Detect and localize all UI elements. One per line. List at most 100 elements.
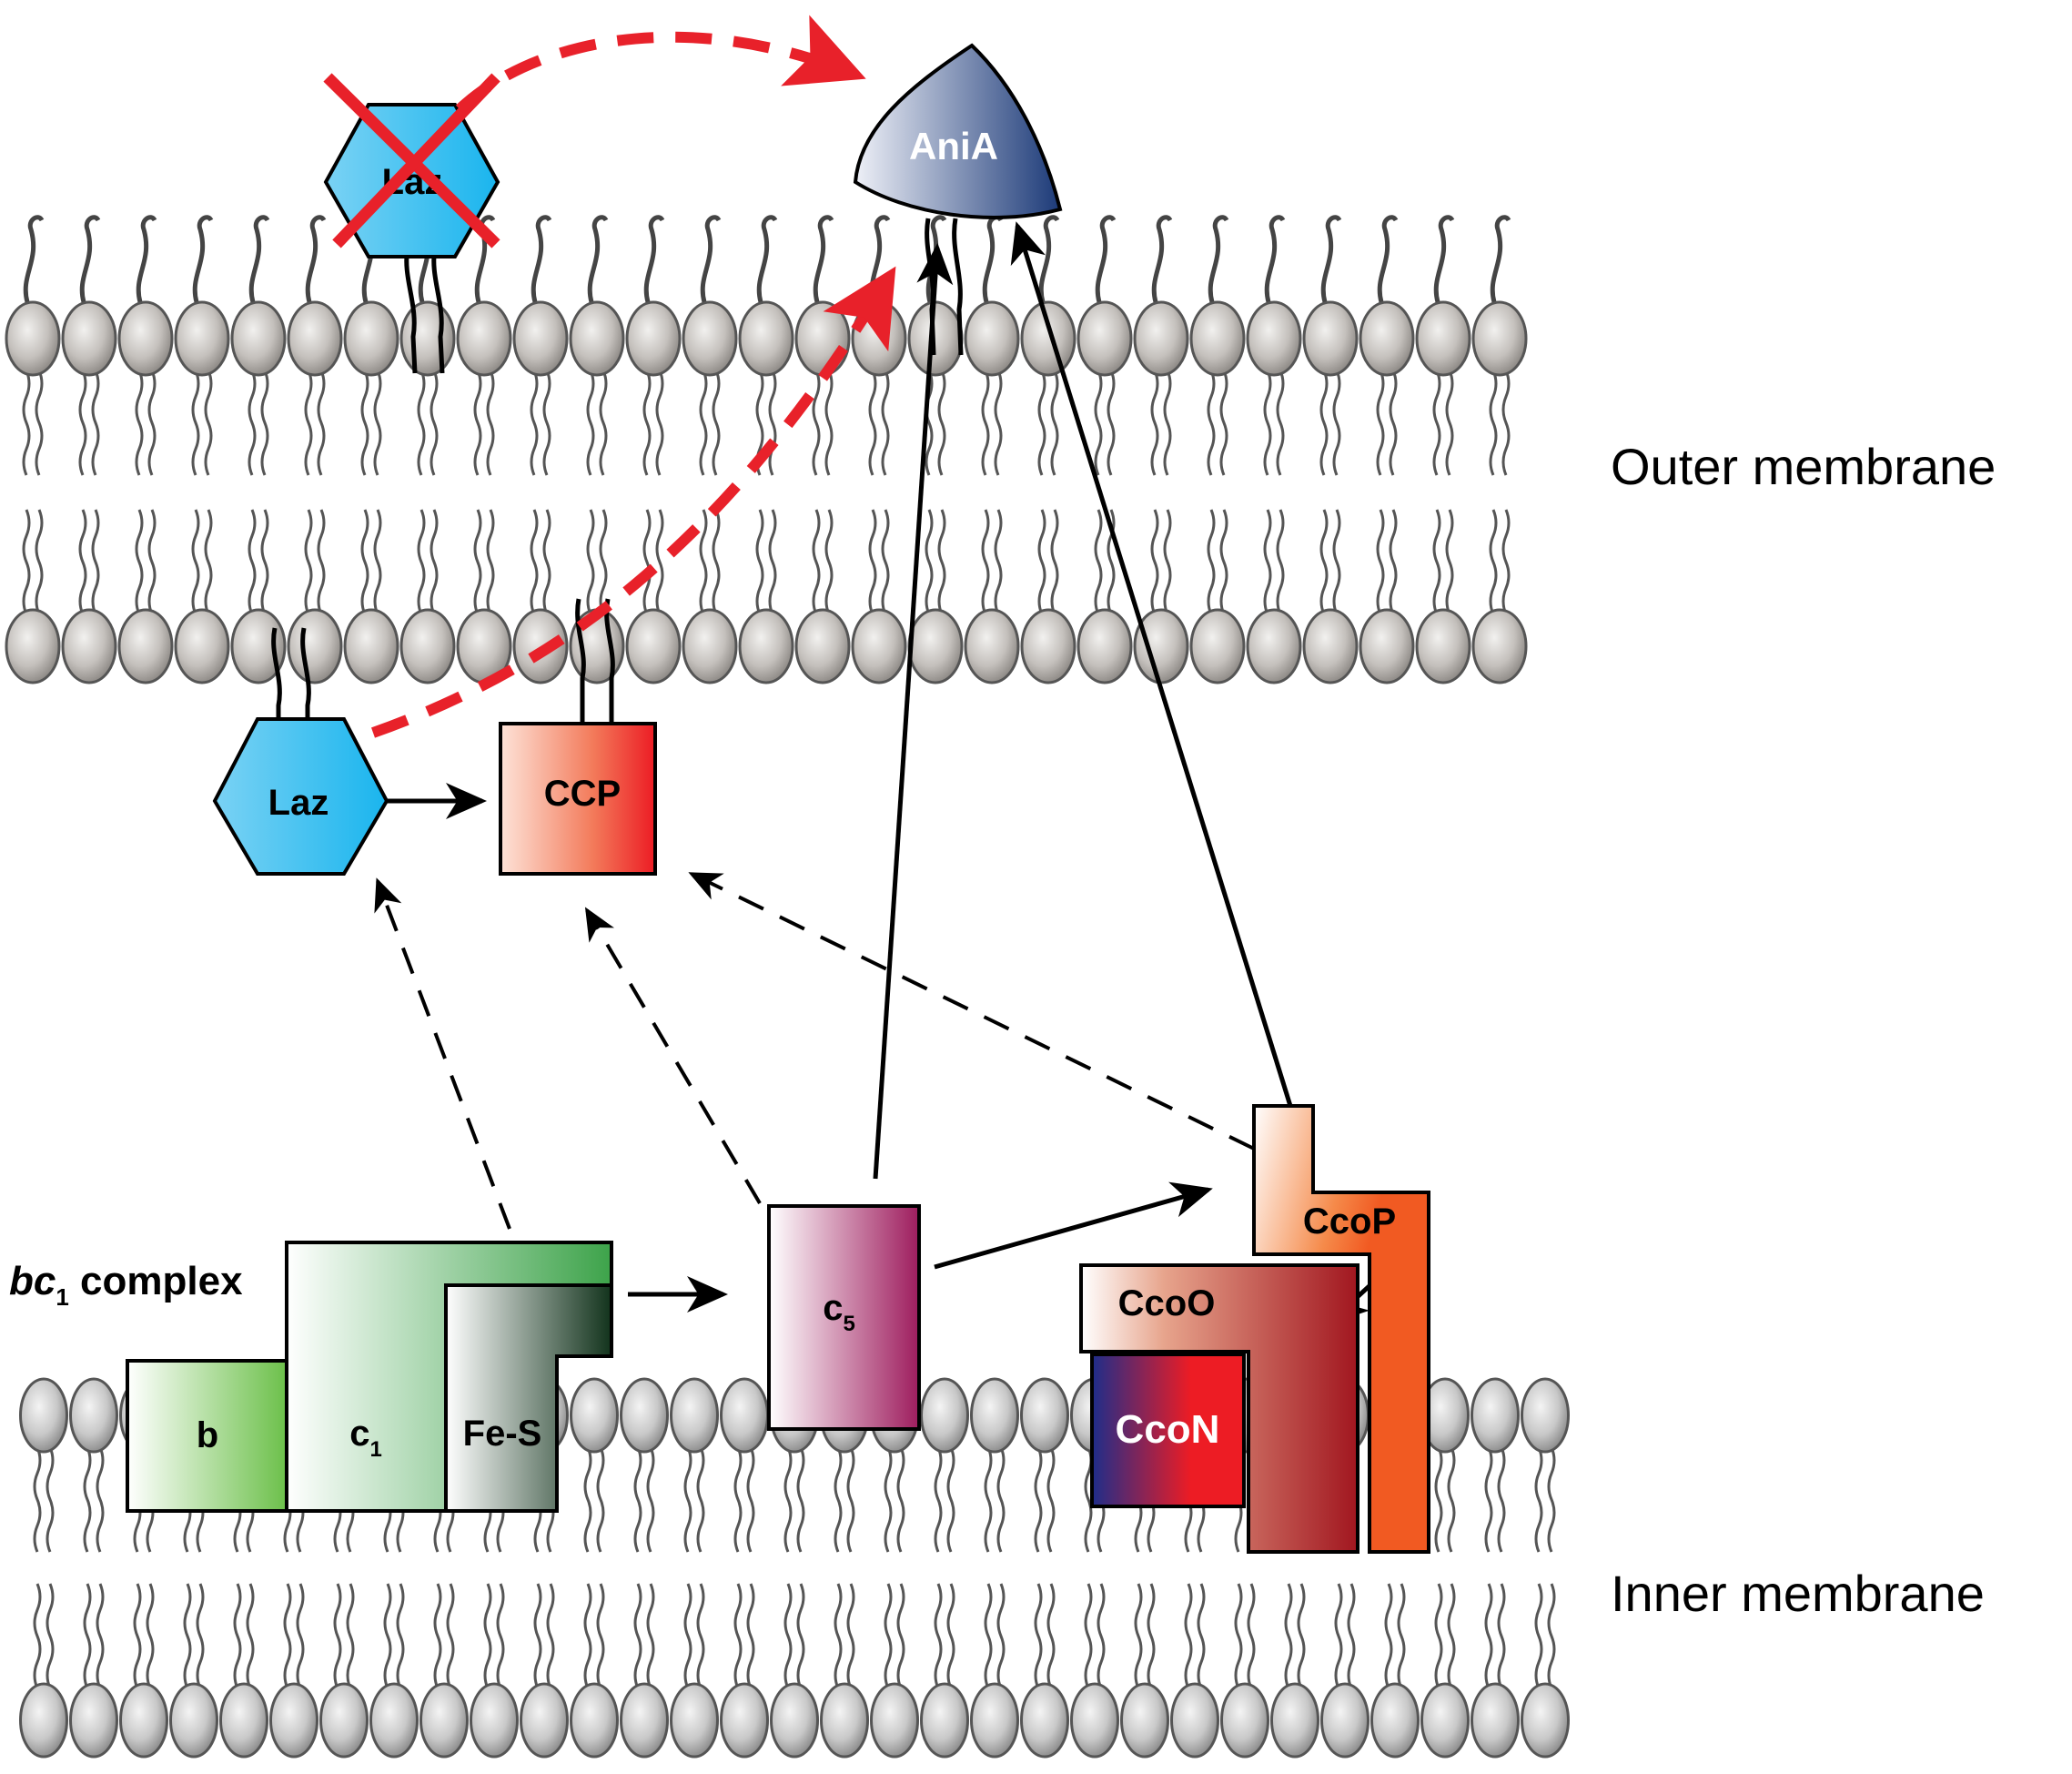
lipid-head: [69, 1377, 118, 1454]
lipid-head: [1220, 1682, 1269, 1759]
b-subunit: [126, 1359, 288, 1513]
c5-to-ania-arrow: [873, 243, 954, 1180]
lipid-head: [907, 608, 964, 684]
lipid-head: [1471, 300, 1528, 377]
fes-subunit: [444, 1283, 613, 1513]
ania: AniA: [853, 43, 1063, 356]
lipid-head: [907, 300, 964, 377]
lipid-head: [1020, 1377, 1069, 1454]
lipid-head: [620, 1377, 669, 1454]
lipid-head: [1415, 300, 1471, 377]
lipid-head: [770, 1682, 819, 1759]
lipid-head: [1170, 1682, 1219, 1759]
lipid-head: [174, 300, 230, 377]
lipid-head: [399, 300, 456, 377]
lipid-head: [174, 608, 230, 684]
lipid-head: [920, 1377, 969, 1454]
lipid-head: [1189, 608, 1246, 684]
lipid-head: [343, 300, 399, 377]
lipid-head: [794, 608, 851, 684]
lipid-head: [1521, 1682, 1570, 1759]
ccp-label: CCP: [544, 774, 621, 814]
lipid-head: [738, 300, 794, 377]
laz-to-ania-red-dashed-arrow: [370, 266, 896, 738]
lipid-head: [287, 300, 343, 377]
lipid-head: [1076, 608, 1133, 684]
lipid-head: [1471, 1377, 1520, 1454]
lipid-head: [1020, 300, 1076, 377]
lipid-head: [512, 300, 569, 377]
lipid-head: [682, 608, 738, 684]
lipid-head: [419, 1682, 469, 1759]
lipid-head: [670, 1682, 719, 1759]
inner-membrane-label: Inner membrane: [1611, 1565, 1985, 1622]
ccp-box: [499, 722, 657, 876]
lipid-head: [287, 608, 343, 684]
crossed-laz-to-ania-red-dashed-arrow: [455, 15, 866, 114]
lipid-head: [1359, 300, 1415, 377]
c5-cytochrome: c5: [767, 1204, 921, 1431]
laz-label: Laz: [268, 783, 329, 823]
lipid-head: [117, 300, 174, 377]
ccop-to-ccp-dashed-arrow: [688, 872, 1255, 1151]
lipid-head: [5, 608, 61, 684]
lipid-head: [230, 608, 287, 684]
bc1-to-laz-dashed-arrow: [374, 877, 511, 1230]
lipid-head: [61, 608, 117, 684]
lipid-head: [319, 1682, 369, 1759]
lipid-head: [870, 1682, 919, 1759]
lipid-head: [1020, 608, 1076, 684]
lipid-head: [620, 1682, 669, 1759]
lipid-head: [1076, 300, 1133, 377]
c5-to-ccop-arrow: [934, 1181, 1213, 1270]
lipid-head: [920, 1682, 969, 1759]
lipid-head: [19, 1682, 68, 1759]
lipid-head: [1070, 1682, 1119, 1759]
fes-label: Fe-S: [463, 1414, 542, 1454]
lipid-head: [1270, 1682, 1319, 1759]
lipid-head: [720, 1377, 769, 1454]
lipid-head: [470, 1682, 519, 1759]
lipid-head: [1189, 300, 1246, 377]
laz-hexagon: [212, 717, 389, 876]
ccop-label: CcoP: [1303, 1201, 1396, 1242]
lipid-head: [399, 608, 456, 684]
lipid-head: [970, 1377, 1019, 1454]
lipid-head: [1420, 1682, 1470, 1759]
lipid-head: [230, 300, 287, 377]
lipid-head: [670, 1377, 719, 1454]
ccop-subunit: [1252, 1104, 1430, 1554]
b-label: b: [197, 1415, 218, 1455]
lipid-head: [169, 1682, 218, 1759]
lipid-head: [1471, 608, 1528, 684]
lipid-head: [794, 300, 851, 377]
lipid-head: [964, 608, 1020, 684]
ccop-to-ania-arrow: [1010, 221, 1293, 1107]
ania-lipid-anchor: [925, 218, 936, 356]
lipid-head: [1246, 608, 1302, 684]
ccp: CCP: [499, 598, 657, 876]
lipid-head: [219, 1682, 268, 1759]
red-dashed-arrows: [370, 15, 896, 738]
lipid-head: [1320, 1682, 1370, 1759]
laz-lipid-anchor: [271, 627, 282, 721]
lipid-head: [1370, 1682, 1420, 1759]
laz-lower: Laz: [212, 627, 389, 876]
ccon-label: CcoN: [1116, 1407, 1220, 1452]
ania-shape: [853, 43, 1063, 219]
lipid-head: [1302, 300, 1359, 377]
lipid-head: [69, 1682, 118, 1759]
dashed-arrows: [374, 872, 1255, 1230]
lipid-head: [1246, 300, 1302, 377]
lipid-head: [1359, 608, 1415, 684]
lipid-head: [1471, 1682, 1520, 1759]
lipid-head: [1415, 608, 1471, 684]
lipid-head: [343, 608, 399, 684]
lipid-head: [61, 300, 117, 377]
lipid-head: [1120, 1682, 1169, 1759]
lipid-head: [19, 1377, 68, 1454]
lipid-head: [625, 608, 682, 684]
ccoo-subunit: [1079, 1263, 1359, 1554]
lipid-head: [5, 300, 61, 377]
